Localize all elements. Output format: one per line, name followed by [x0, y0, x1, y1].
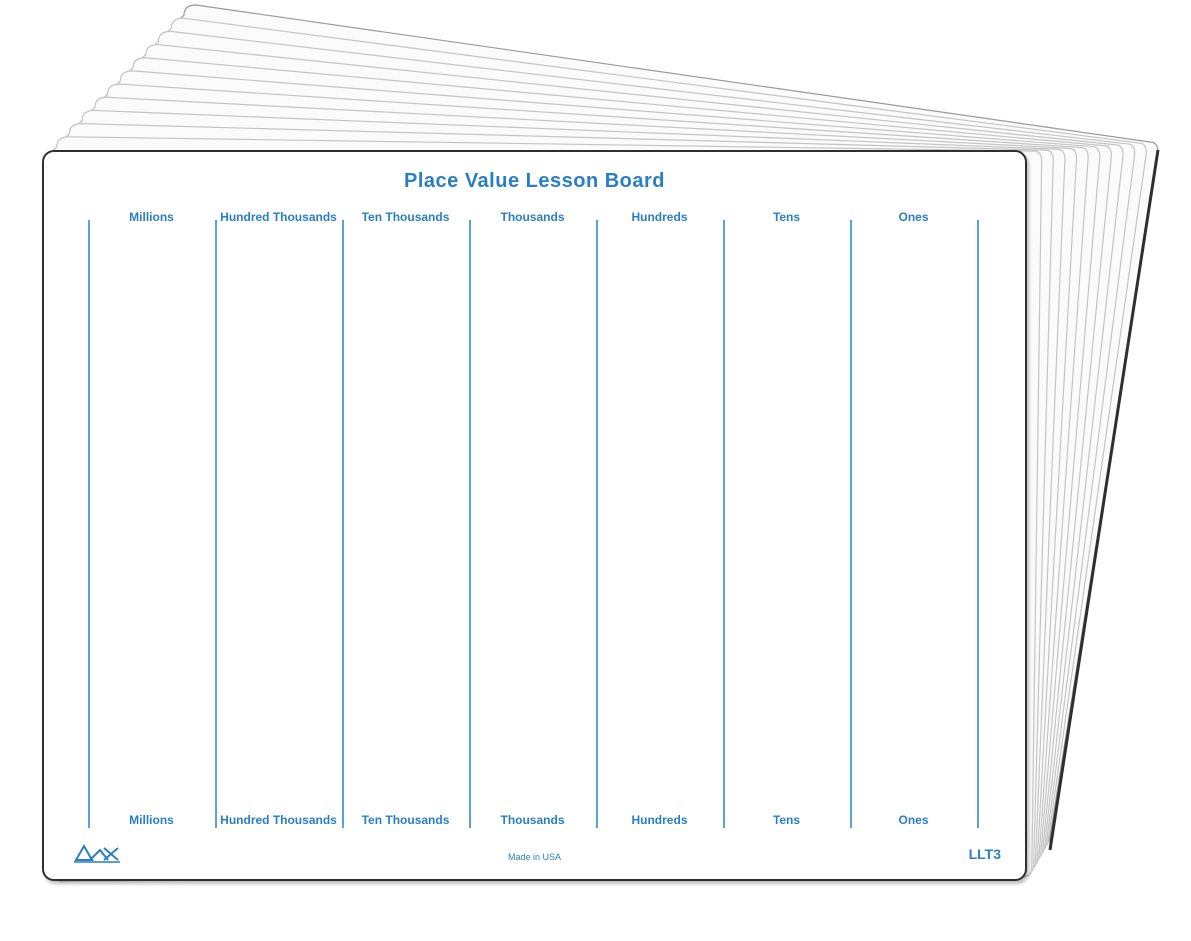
column-footer-ones: Ones: [898, 813, 929, 827]
column-divider: [469, 220, 471, 828]
place-value-board: Place Value Lesson Board Millions Hundre…: [42, 150, 1027, 881]
column-footer-millions: Millions: [129, 813, 174, 827]
column-header-hundred-thousands: Hundred Thousands: [220, 210, 337, 224]
column-footer-hundred-thousands: Hundred Thousands: [220, 813, 337, 827]
column-footer-ten-thousands: Ten Thousands: [361, 813, 450, 827]
column-header-ten-thousands: Ten Thousands: [361, 210, 450, 224]
column-header-tens: Tens: [772, 210, 801, 224]
column-divider: [215, 220, 217, 828]
column-footer-tens: Tens: [772, 813, 801, 827]
column-divider: [977, 220, 979, 828]
board-title: Place Value Lesson Board: [404, 170, 665, 192]
column-divider: [596, 220, 598, 828]
column-divider: [850, 220, 852, 828]
column-divider: [723, 220, 725, 828]
column-header-ones: Ones: [898, 210, 929, 224]
column-footer-hundreds: Hundreds: [631, 813, 688, 827]
column-header-millions: Millions: [129, 210, 174, 224]
stack-right-edge: [1048, 149, 1160, 851]
product-code: LLT3: [968, 846, 1001, 862]
footer-made-in: Made in USA: [507, 852, 562, 862]
brand-logo-icon: [74, 843, 120, 863]
column-divider: [342, 220, 344, 828]
column-footer-thousands: Thousands: [500, 813, 565, 827]
column-header-hundreds: Hundreds: [631, 210, 688, 224]
column-divider: [88, 220, 90, 828]
column-header-thousands: Thousands: [500, 210, 565, 224]
